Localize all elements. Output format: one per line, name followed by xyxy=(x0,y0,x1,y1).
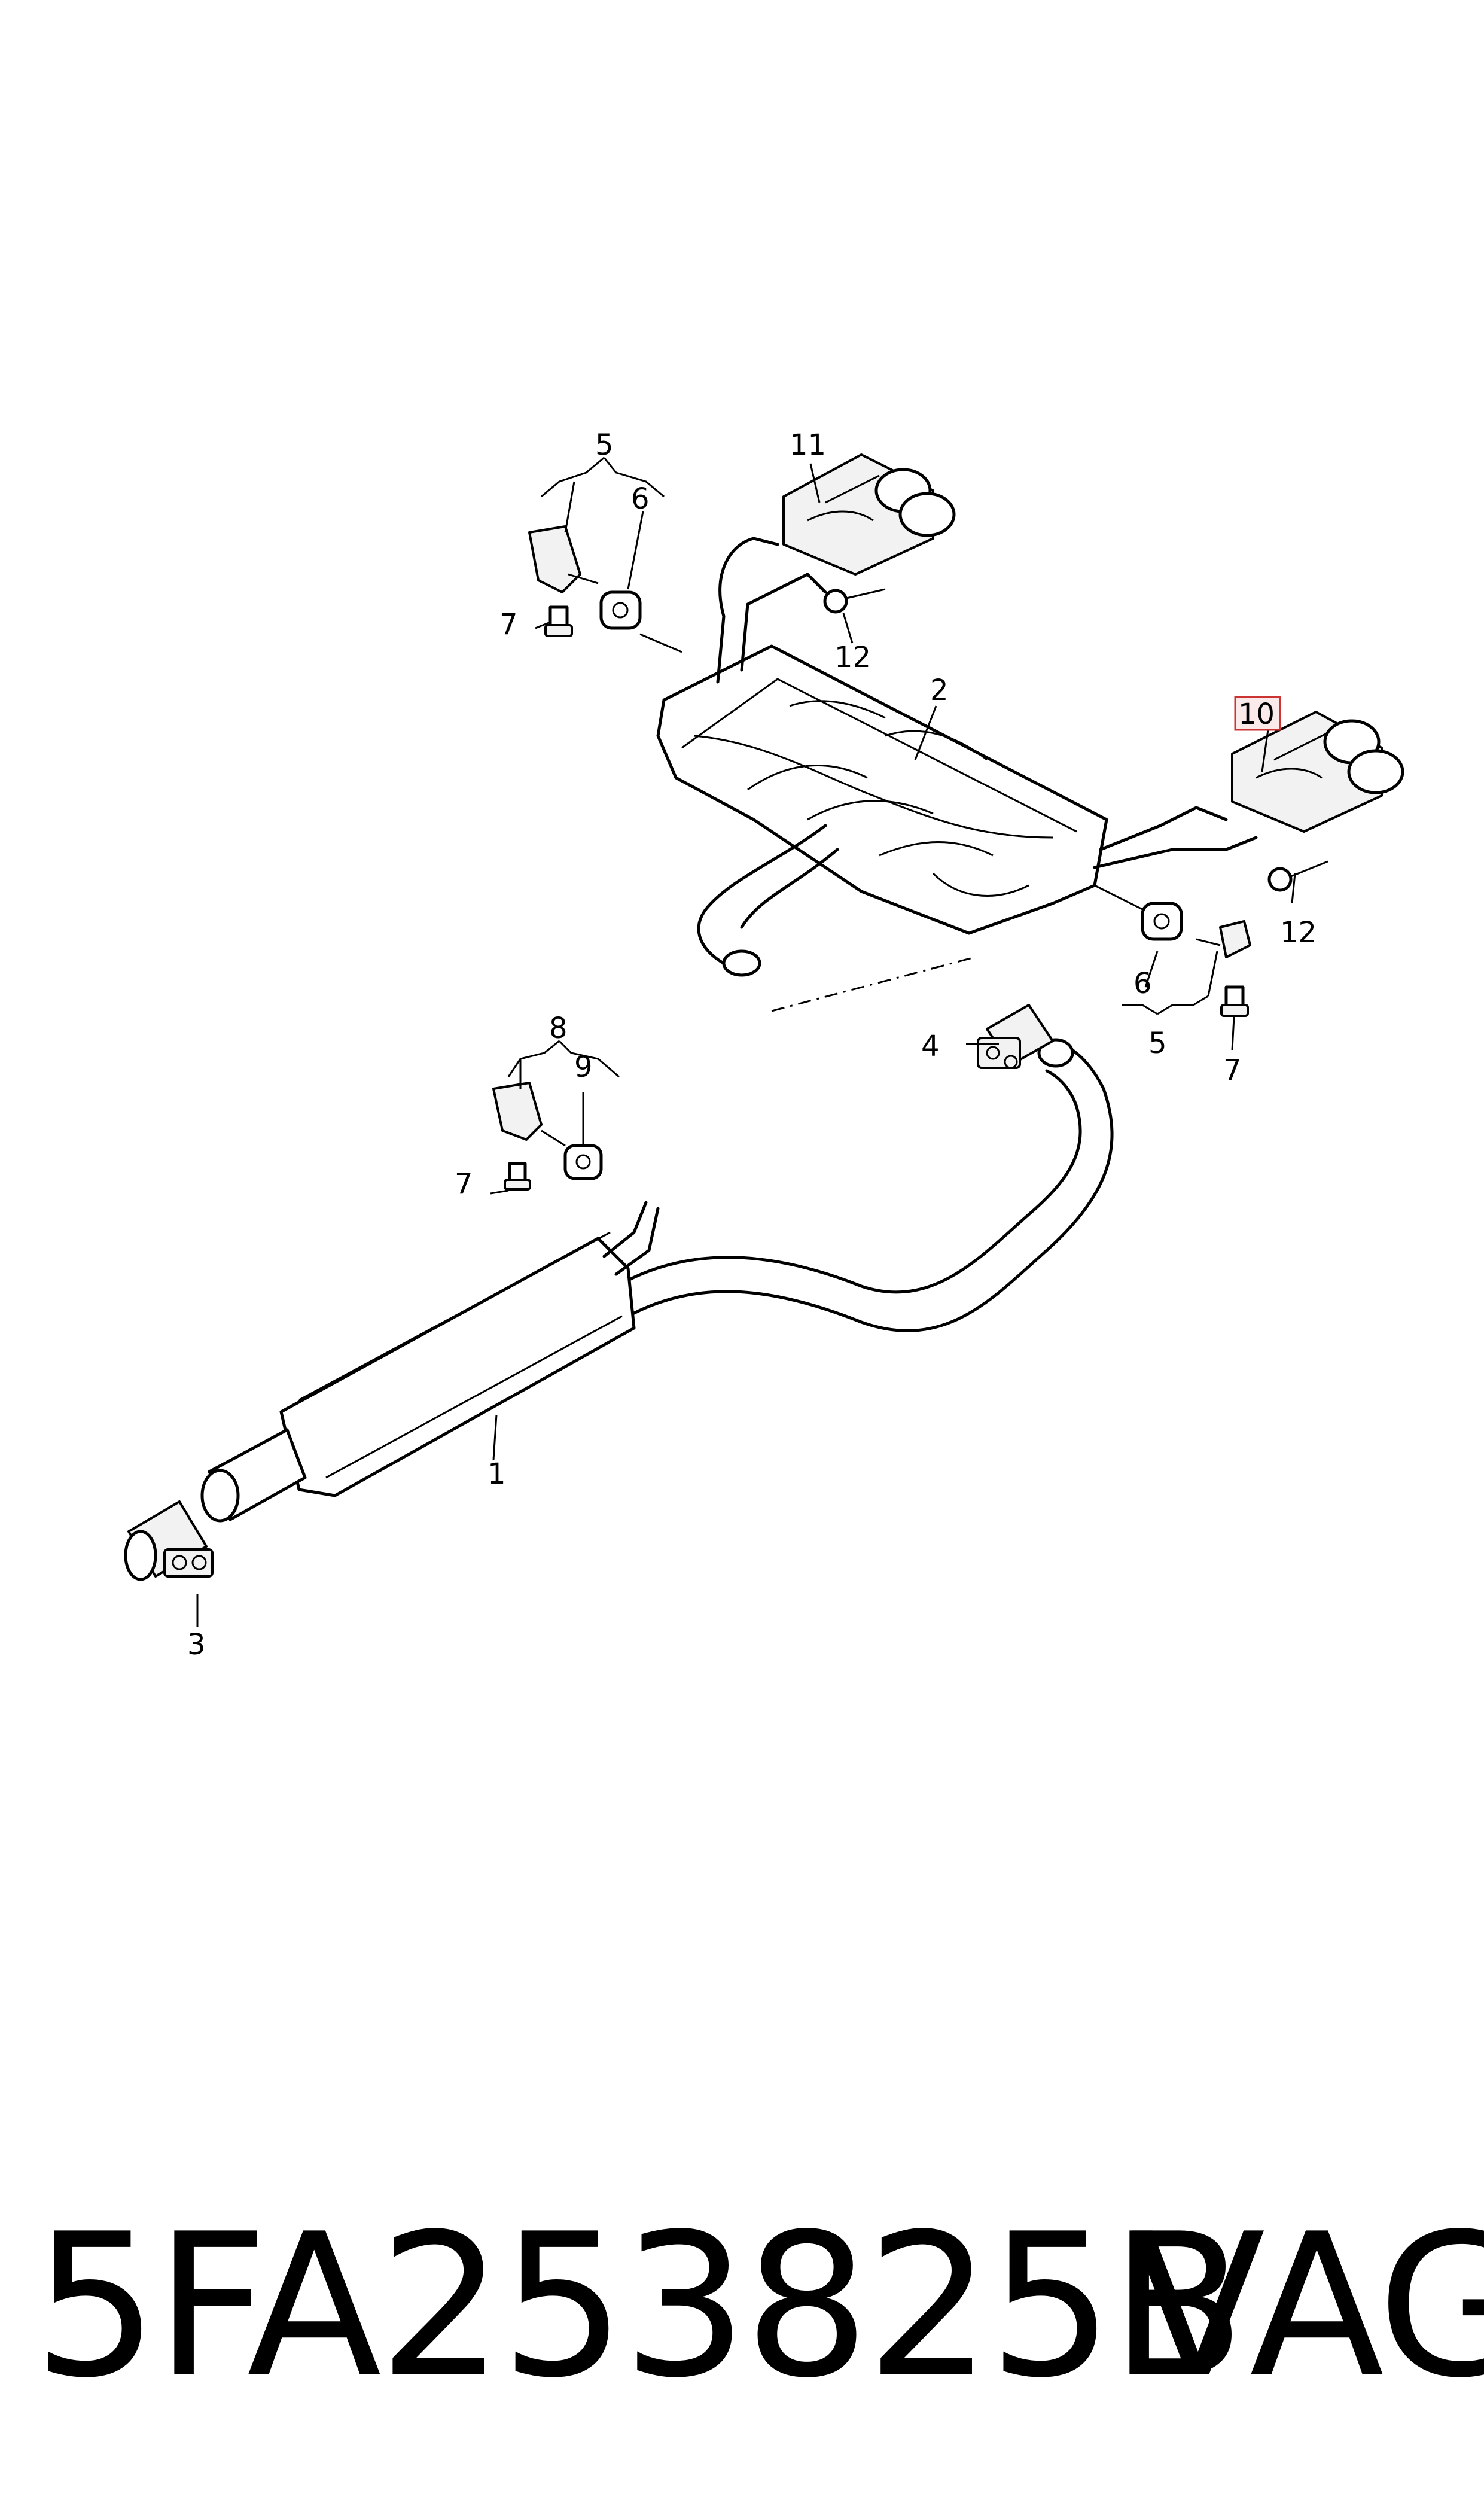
footer: 5FA253825B VAG xyxy=(0,2208,1484,2459)
callout-7-upper: 7 xyxy=(499,608,518,641)
tailpipe-left xyxy=(782,453,956,576)
callout-5-upper: 5 xyxy=(595,428,614,462)
bracket-right xyxy=(1196,920,1251,958)
callout-7-right: 7 xyxy=(1223,1054,1242,1087)
bracket-front xyxy=(492,1082,543,1141)
hanger-rubber-front xyxy=(541,1129,603,1180)
bolt-upper-left xyxy=(544,605,573,637)
brand-name: VAG xyxy=(1130,2191,1484,2421)
callout-11: 11 xyxy=(790,428,826,462)
rear-silencer-assembly xyxy=(656,537,1258,1012)
callout-3: 3 xyxy=(187,1628,206,1661)
screw-upper xyxy=(823,588,886,614)
callout-7-front: 7 xyxy=(455,1167,473,1201)
callout-2: 2 xyxy=(930,674,949,707)
leader-lines xyxy=(196,456,1296,1627)
bolt-front xyxy=(504,1162,531,1191)
tailpipe-right xyxy=(1231,711,1404,833)
callout-8: 8 xyxy=(549,1012,568,1045)
hanger-rubber-right xyxy=(1094,884,1183,941)
callout-5-lower: 5 xyxy=(1148,1027,1167,1060)
callout-6-upper: 6 xyxy=(631,482,650,516)
clamp-rear xyxy=(977,1004,1054,1069)
callout-1: 1 xyxy=(487,1457,506,1491)
front-muffler-assembly xyxy=(124,1038,1114,1581)
bolt-right xyxy=(1220,985,1249,1017)
callout-12-upper: 12 xyxy=(834,641,871,674)
callout-10-highlight xyxy=(1234,696,1281,731)
hanger-rubber-upper-left xyxy=(599,590,682,653)
part-number: 5FA253825B xyxy=(33,2191,1245,2421)
callout-10: 10 xyxy=(1238,698,1275,731)
callout-9: 9 xyxy=(574,1051,593,1084)
bracket-upper-left xyxy=(528,525,599,593)
screw-right xyxy=(1267,860,1328,892)
callout-4: 4 xyxy=(921,1030,940,1063)
callout-12-right: 12 xyxy=(1280,916,1317,949)
callout-6-lower: 6 xyxy=(1133,967,1152,1000)
